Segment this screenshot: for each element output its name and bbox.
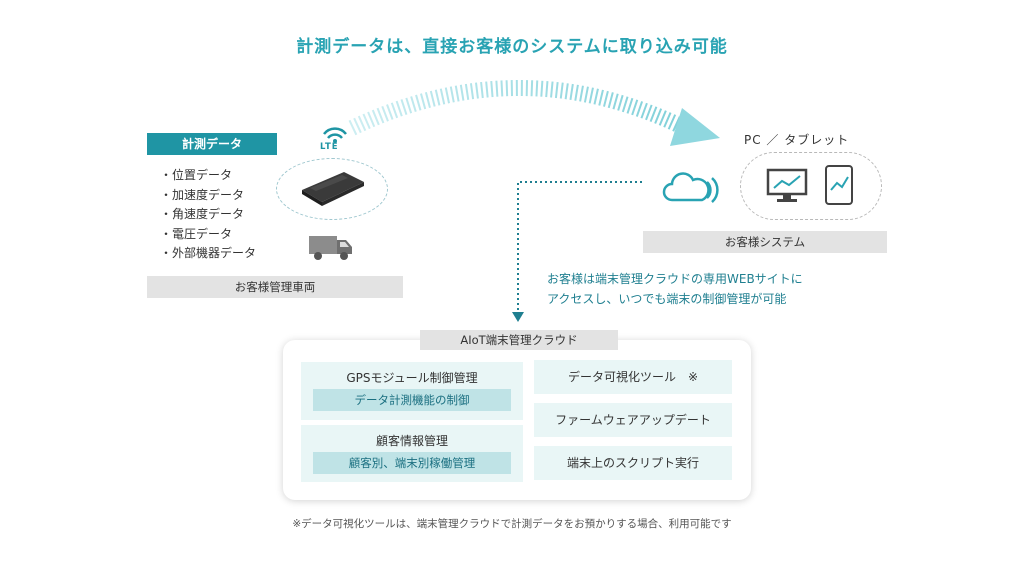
gps-module-title: GPSモジュール制御管理 xyxy=(346,371,478,385)
data-visualization-box: データ可視化ツール ※ xyxy=(534,360,732,394)
truck-icon xyxy=(309,236,352,260)
big-arc-arrow xyxy=(348,80,720,146)
customer-system-label: お客様システム xyxy=(643,231,887,253)
cloud-wireless-icon xyxy=(662,172,719,203)
customer-info-title: 顧客情報管理 xyxy=(375,434,448,448)
data-item-angular-velocity: 角速度データ xyxy=(160,205,256,225)
diagram-title: 計測データは、直接お客様のシステムに取り込み可能 xyxy=(296,37,728,57)
lte-label: LTE xyxy=(320,142,339,152)
gps-module-box: GPSモジュール制御管理 データ計測機能の制御 xyxy=(301,362,523,420)
measurement-data-list: 位置データ 加速度データ 角速度データ 電圧データ 外部機器データ xyxy=(160,166,256,264)
firmware-update-box: ファームウェアアップデート xyxy=(534,403,732,437)
dotted-connector-arrow xyxy=(512,181,642,322)
access-line-2: アクセスし、いつでも端末の制御管理が可能 xyxy=(547,292,787,306)
gps-module-sub: データ計測機能の制御 xyxy=(313,389,511,411)
script-execution-box: 端末上のスクリプト実行 xyxy=(534,446,732,480)
data-item-position: 位置データ xyxy=(160,166,256,186)
data-item-external-device: 外部機器データ xyxy=(160,244,256,264)
tablet-chart-icon xyxy=(825,165,853,205)
data-item-acceleration: 加速度データ xyxy=(160,186,256,206)
data-item-voltage: 電圧データ xyxy=(160,225,256,245)
monitor-chart-icon xyxy=(766,168,808,202)
gps-device-icon xyxy=(302,172,364,206)
access-line-1: お客様は端末管理クラウドの専用WEBサイトに xyxy=(547,272,803,286)
pc-tablet-label: PC ／ タブレット xyxy=(744,133,850,147)
customer-info-box: 顧客情報管理 顧客別、端末別稼働管理 xyxy=(301,425,523,482)
lte-signal-icon xyxy=(323,127,347,143)
footnote: ※データ可視化ツールは、端末管理クラウドで計測データをお預かりする場合、利用可能… xyxy=(292,518,732,530)
device-bubble xyxy=(276,158,388,220)
aiot-cloud-label: AIoT端末管理クラウド xyxy=(420,330,618,350)
access-description: お客様は端末管理クラウドの専用WEBサイトに アクセスし、いつでも端末の制御管理… xyxy=(547,269,803,309)
customer-info-sub: 顧客別、端末別稼働管理 xyxy=(313,452,511,474)
measurement-data-label: 計測データ xyxy=(147,133,277,155)
customer-vehicle-label: お客様管理車両 xyxy=(147,276,403,298)
devices-bubble xyxy=(740,152,882,220)
aiot-cloud-panel: GPSモジュール制御管理 データ計測機能の制御 顧客情報管理 顧客別、端末別稼働… xyxy=(283,340,751,500)
